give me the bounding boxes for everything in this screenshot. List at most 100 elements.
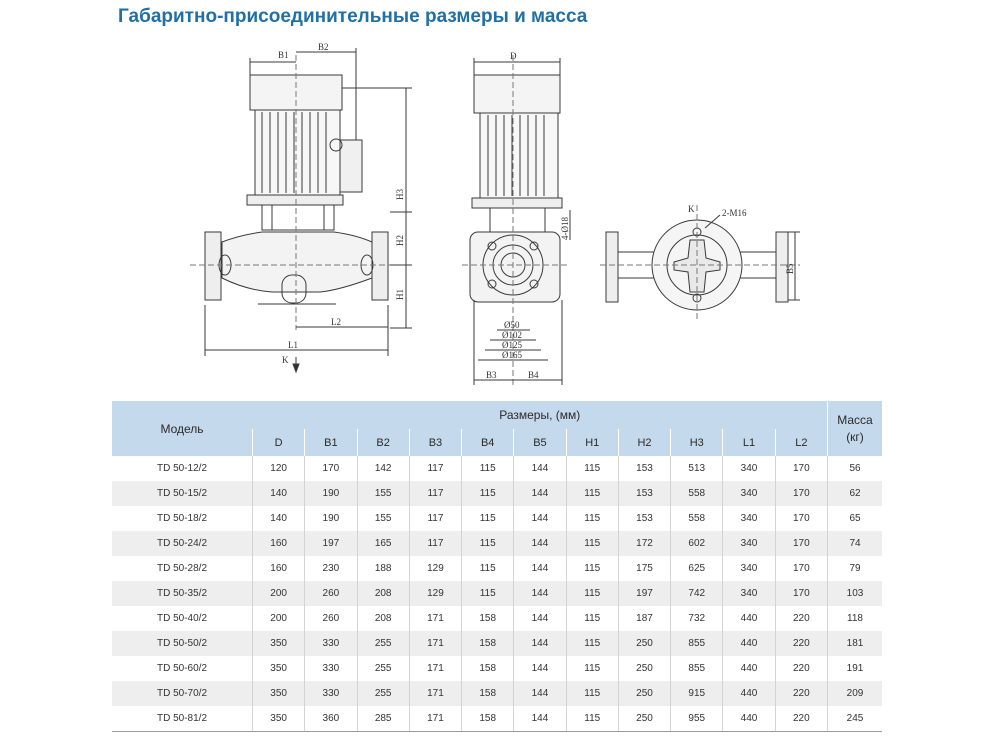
dimension-cell: 115 bbox=[565, 556, 619, 581]
dimension-cell: 340 bbox=[722, 456, 776, 481]
dimension-cell: 160 bbox=[251, 556, 305, 581]
column-header: L2 bbox=[774, 429, 828, 456]
model-cell: TD 50-12/2 bbox=[112, 456, 253, 481]
dimension-cell: 602 bbox=[670, 531, 723, 556]
top-view bbox=[600, 205, 800, 320]
dimension-cell: 144 bbox=[513, 706, 567, 732]
dim-k-front-label: K bbox=[282, 355, 289, 365]
dimension-cell: 260 bbox=[304, 581, 358, 606]
dim-l1-label: L1 bbox=[288, 340, 298, 350]
dimension-cell: 129 bbox=[408, 556, 462, 581]
column-header: B1 bbox=[304, 429, 358, 456]
dimension-cell: 115 bbox=[461, 506, 514, 531]
dimension-cell: 188 bbox=[356, 556, 410, 581]
dimension-cell: 115 bbox=[565, 531, 619, 556]
dimension-cell: 220 bbox=[774, 681, 828, 706]
dimension-cell: 360 bbox=[304, 706, 358, 732]
dim-k-top-label: K bbox=[688, 204, 695, 214]
dimension-cell: 144 bbox=[513, 531, 567, 556]
dim-l2-label: L2 bbox=[331, 317, 341, 327]
dimension-cell: 144 bbox=[513, 556, 567, 581]
dimension-cell: 171 bbox=[408, 656, 462, 681]
mass-header: Масса (кг) bbox=[827, 401, 882, 456]
mass-cell: 62 bbox=[827, 481, 882, 506]
dimension-cell: 158 bbox=[461, 706, 514, 732]
dimension-cell: 330 bbox=[304, 681, 358, 706]
model-cell: TD 50-60/2 bbox=[112, 656, 253, 681]
column-header: B3 bbox=[408, 429, 462, 456]
dimension-cell: 208 bbox=[356, 606, 410, 631]
column-header: H1 bbox=[565, 429, 619, 456]
dimension-cell: 115 bbox=[565, 606, 619, 631]
dimension-cell: 115 bbox=[461, 481, 514, 506]
dimension-cell: 170 bbox=[774, 581, 828, 606]
dimension-cell: 115 bbox=[565, 456, 619, 481]
dimension-cell: 115 bbox=[565, 681, 619, 706]
dimension-cell: 160 bbox=[251, 531, 305, 556]
column-header: D bbox=[251, 429, 305, 456]
dim-hole-label: 4-Ø18 bbox=[560, 217, 570, 240]
mass-cell: 245 bbox=[827, 706, 882, 732]
dimension-cell: 155 bbox=[356, 506, 410, 531]
dimension-cell: 350 bbox=[251, 681, 305, 706]
dimension-cell: 144 bbox=[513, 656, 567, 681]
dim-b1-label: B1 bbox=[278, 50, 289, 60]
dim-d102-label: Ø102 bbox=[502, 330, 522, 340]
dim-b2-label: B2 bbox=[318, 42, 329, 52]
dimension-cell: 170 bbox=[774, 506, 828, 531]
dimension-cell: 144 bbox=[513, 631, 567, 656]
dimension-cell: 144 bbox=[513, 606, 567, 631]
dimension-cell: 171 bbox=[408, 706, 462, 732]
dimension-cell: 330 bbox=[304, 631, 358, 656]
mass-header-line2: (кг) bbox=[846, 429, 864, 444]
dimension-cell: 513 bbox=[670, 456, 723, 481]
dimension-cell: 140 bbox=[251, 481, 305, 506]
dim-b3-label: B3 bbox=[486, 370, 497, 380]
dimension-cell: 170 bbox=[774, 481, 828, 506]
model-cell: TD 50-24/2 bbox=[112, 531, 253, 556]
dimension-cell: 220 bbox=[774, 606, 828, 631]
dimension-cell: 171 bbox=[408, 606, 462, 631]
dimension-cell: 115 bbox=[565, 506, 619, 531]
mass-cell: 79 bbox=[827, 556, 882, 581]
dimension-cell: 170 bbox=[774, 556, 828, 581]
dimension-cell: 144 bbox=[513, 481, 567, 506]
dimension-cell: 175 bbox=[617, 556, 671, 581]
dimension-cell: 115 bbox=[461, 456, 514, 481]
dimension-cell: 172 bbox=[617, 531, 671, 556]
column-header: B4 bbox=[461, 429, 514, 456]
model-cell: TD 50-18/2 bbox=[112, 506, 253, 531]
dimension-cell: 115 bbox=[461, 531, 514, 556]
dimension-cell: 260 bbox=[304, 606, 358, 631]
model-cell: TD 50-28/2 bbox=[112, 556, 253, 581]
model-cell: TD 50-40/2 bbox=[112, 606, 253, 631]
dimension-cell: 158 bbox=[461, 606, 514, 631]
dimension-cell: 190 bbox=[304, 506, 358, 531]
dimension-cell: 155 bbox=[356, 481, 410, 506]
dimensions-header: Размеры, (мм) bbox=[252, 401, 828, 429]
mass-cell: 191 bbox=[827, 656, 882, 681]
model-cell: TD 50-81/2 bbox=[112, 706, 253, 732]
dimension-cell: 340 bbox=[722, 581, 776, 606]
dim-d50-label: Ø50 bbox=[504, 320, 520, 330]
dimension-cell: 171 bbox=[408, 631, 462, 656]
dimension-cell: 115 bbox=[565, 656, 619, 681]
dimension-cell: 115 bbox=[565, 481, 619, 506]
dimension-cell: 140 bbox=[251, 506, 305, 531]
dimension-cell: 230 bbox=[304, 556, 358, 581]
dim-h1-label: H1 bbox=[395, 289, 405, 300]
dimension-cell: 855 bbox=[670, 656, 723, 681]
dimension-cell: 144 bbox=[513, 581, 567, 606]
dim-d-label: D bbox=[510, 51, 517, 61]
dimension-cell: 340 bbox=[722, 531, 776, 556]
dimension-cell: 330 bbox=[304, 656, 358, 681]
dimension-cell: 200 bbox=[251, 581, 305, 606]
